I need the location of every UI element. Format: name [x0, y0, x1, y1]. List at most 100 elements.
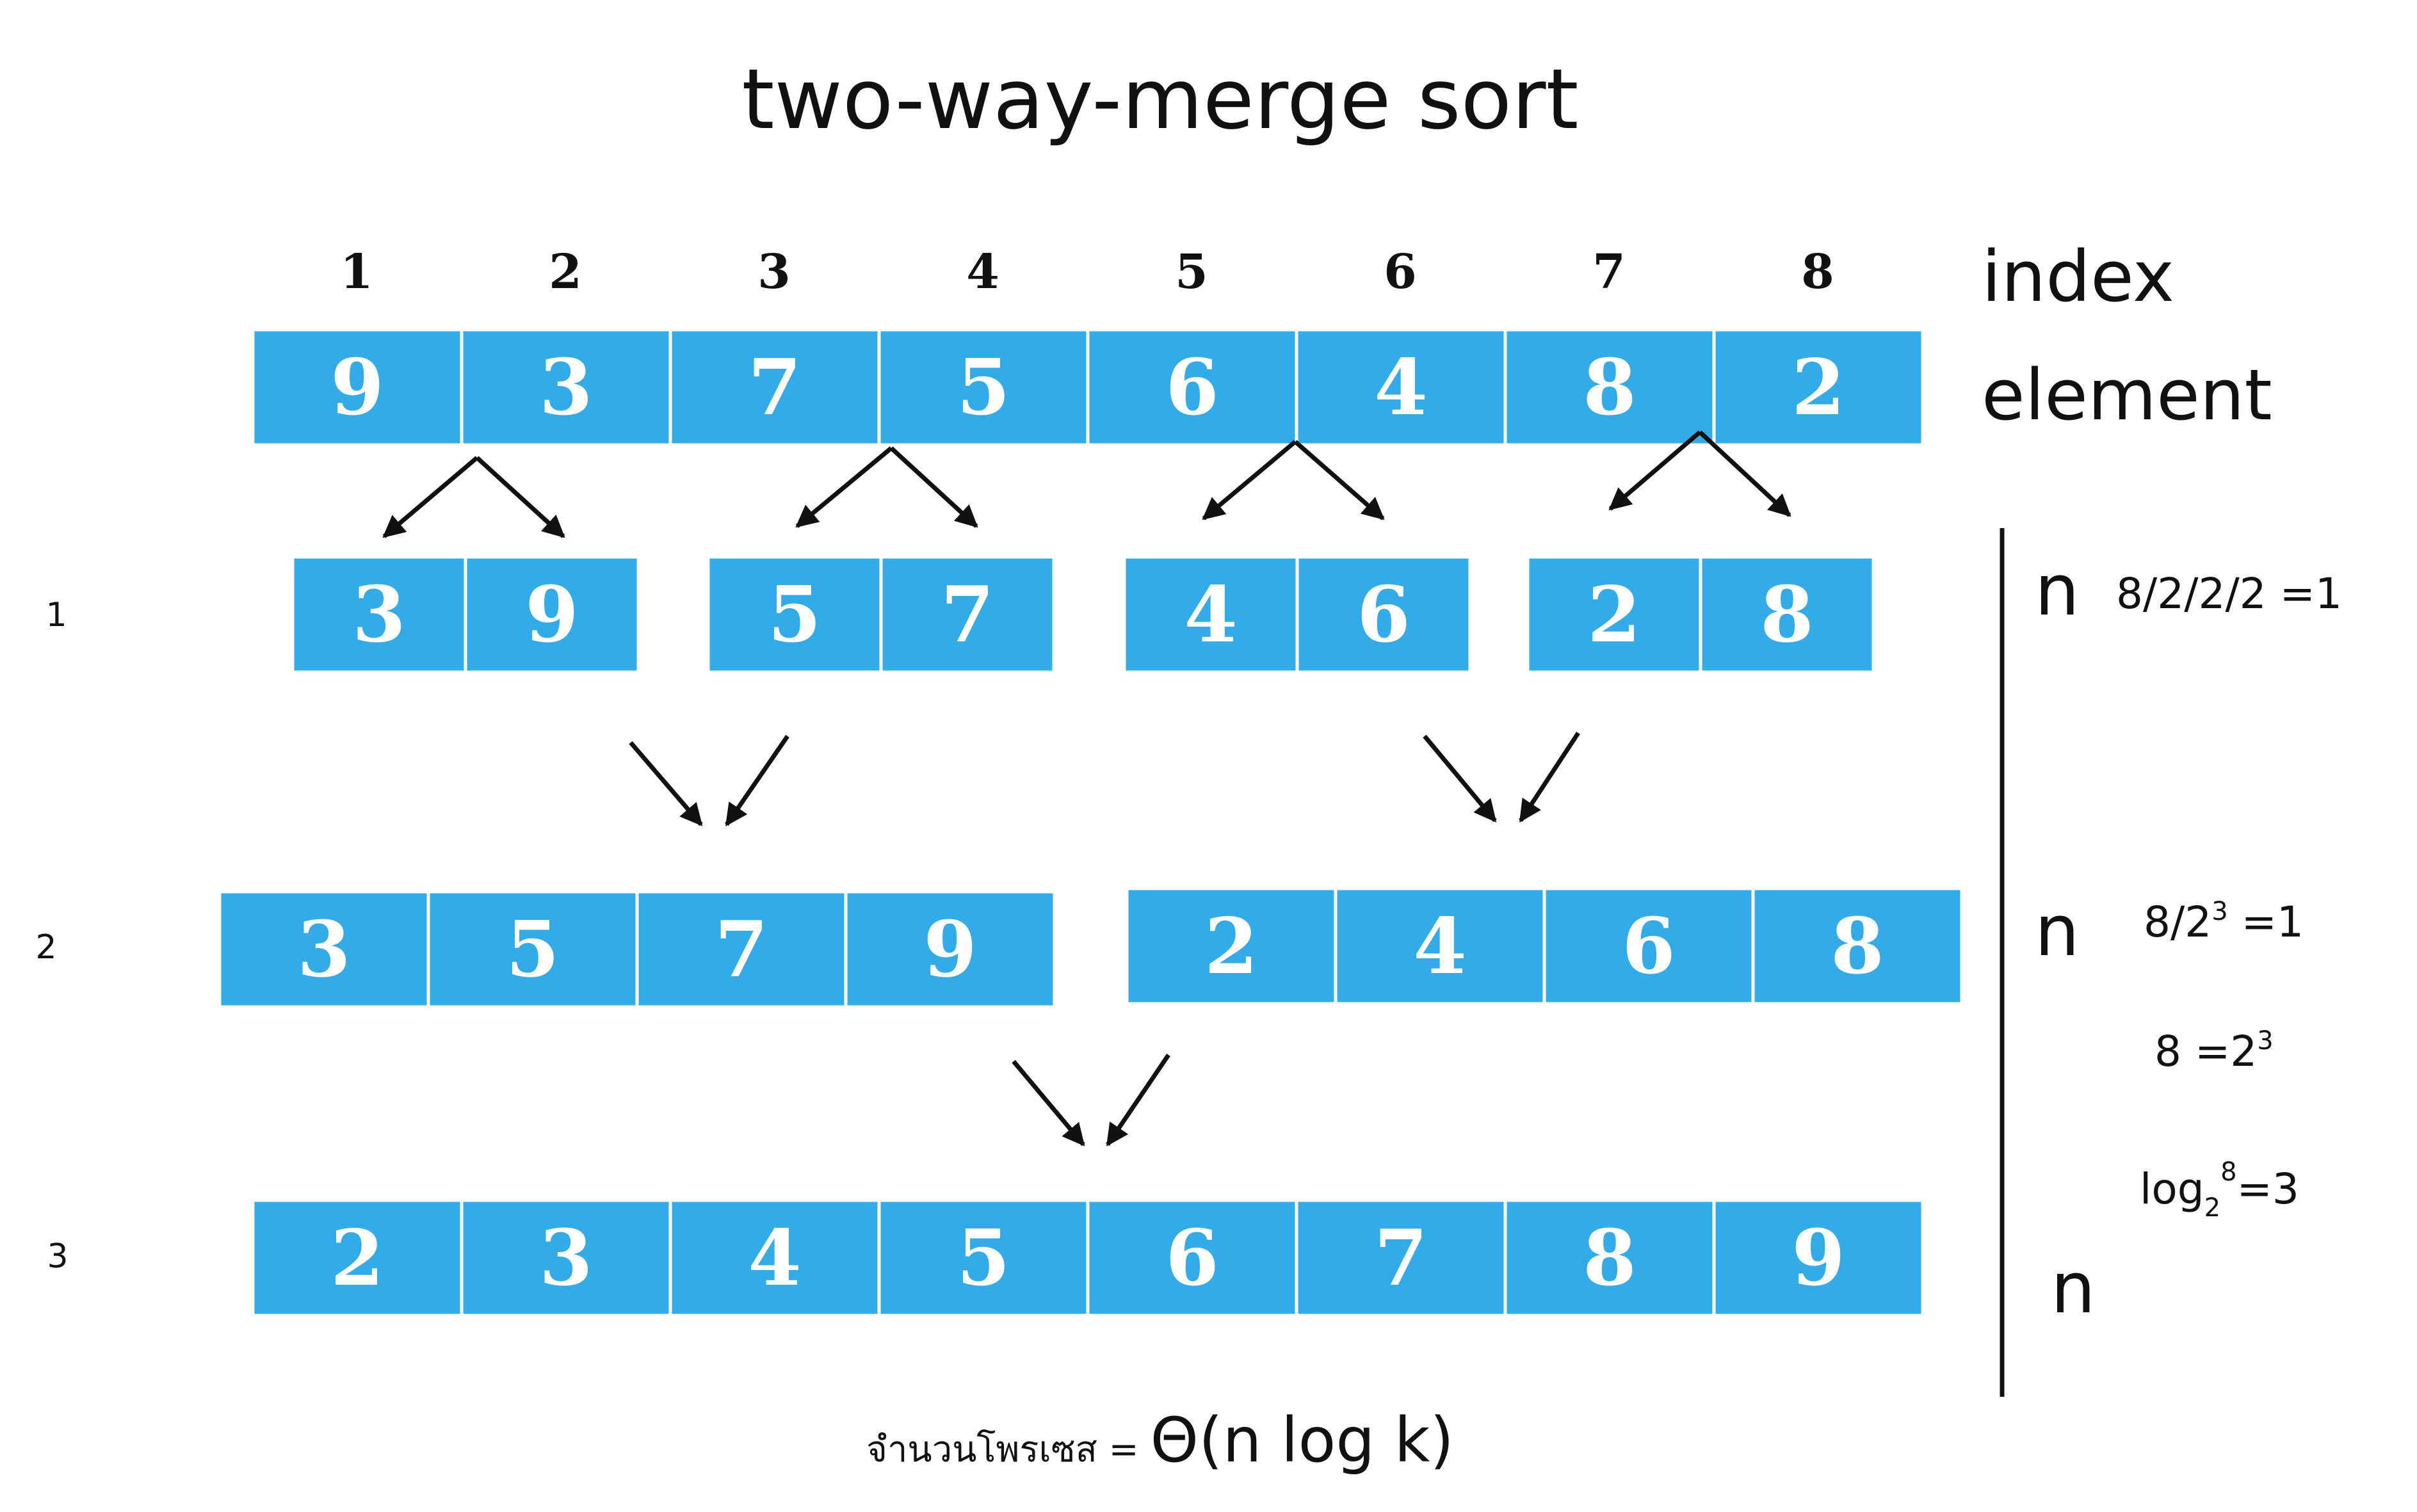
initial-cell: 7 — [668, 328, 881, 447]
quad-cell-box — [1125, 887, 1338, 1006]
quad-cell-box — [426, 890, 639, 1009]
final-cell-box — [251, 1198, 464, 1317]
final-cell: 9 — [1712, 1198, 1925, 1317]
final-cell-value: 2 — [330, 1213, 384, 1303]
pair-cell-value: 8 — [1760, 570, 1814, 660]
final-cell-box — [1712, 1198, 1925, 1317]
index-number: 7 — [1592, 245, 1626, 300]
quad-cell: 4 — [1334, 887, 1546, 1006]
pair-cell: 6 — [1295, 555, 1472, 674]
quad-cell-value: 7 — [715, 905, 768, 995]
initial-cell-box — [1295, 328, 1507, 447]
pair-cell-box — [1699, 555, 1875, 674]
final-cell-box — [668, 1198, 881, 1317]
final-cell-box — [1503, 1198, 1716, 1317]
final-cell-value: 6 — [1165, 1213, 1219, 1303]
initial-cell-value: 8 — [1583, 342, 1637, 433]
initial-cell: 3 — [460, 328, 672, 447]
initial-cell-value: 9 — [330, 342, 384, 433]
initial-cell-box — [1503, 328, 1716, 447]
pair-cell-box — [1122, 555, 1299, 674]
final-cell-value: 7 — [1374, 1213, 1428, 1303]
initial-cell-box — [668, 328, 881, 447]
pair-cell-value: 9 — [525, 570, 579, 660]
quad-cell-value: 5 — [506, 905, 560, 995]
quad-cell-box — [218, 890, 430, 1009]
pair-cell: 7 — [879, 555, 1056, 674]
index-number: 3 — [757, 245, 791, 300]
initial-cell: 2 — [1712, 328, 1925, 447]
index-label: index — [1982, 236, 2174, 318]
pair-cell-box — [879, 555, 1056, 674]
pair-cell-box — [291, 555, 467, 674]
pair-cell-value: 3 — [352, 570, 406, 660]
final-cell-value: 5 — [957, 1213, 1010, 1303]
initial-cell-box — [1712, 328, 1925, 447]
index-number: 4 — [966, 245, 999, 300]
merge-arrows — [629, 732, 1580, 1146]
final-cell-value: 9 — [1791, 1213, 1845, 1303]
level-label-2: 2 — [35, 928, 56, 967]
side-n-1: n — [2035, 549, 2080, 631]
quad-cell-value: 4 — [1413, 901, 1467, 992]
initial-cell: 8 — [1503, 328, 1716, 447]
pair-cell: 8 — [1699, 555, 1875, 674]
initial-cell: 6 — [1086, 328, 1298, 447]
diagram-title: two-way-merge sort — [742, 51, 1579, 148]
pair-cell: 4 — [1122, 555, 1299, 674]
index-number: 2 — [549, 245, 582, 300]
pair-cell: 5 — [706, 555, 883, 674]
quad-cell: 2 — [1125, 887, 1338, 1006]
final-cell: 7 — [1295, 1198, 1507, 1317]
pair-cell-box — [464, 555, 640, 674]
level-label-3: 3 — [47, 1237, 68, 1276]
initial-cell: 9 — [251, 328, 464, 447]
initial-cell: 4 — [1295, 328, 1507, 447]
quad-cell: 6 — [1542, 887, 1755, 1006]
pair-cell-value: 7 — [941, 570, 994, 660]
initial-cell-box — [460, 328, 672, 447]
final-cell-box — [1086, 1198, 1298, 1317]
initial-cell-value: 3 — [539, 342, 593, 433]
initial-cell-value: 4 — [1374, 342, 1428, 433]
index-number: 1 — [340, 245, 373, 300]
initial-cell-value: 7 — [748, 342, 802, 433]
initial-cell-box — [251, 328, 464, 447]
index-number: 6 — [1384, 245, 1417, 300]
index-number: 8 — [1801, 245, 1834, 300]
initial-cell-value: 6 — [1165, 342, 1219, 433]
side-note-4: log28=3 — [2140, 1157, 2299, 1223]
quad-cell-box — [844, 890, 1056, 1009]
side-note-2: 8/23 =1 — [2144, 897, 2304, 947]
quad-cell-value: 6 — [1622, 901, 1676, 992]
quad-cell-box — [1334, 887, 1546, 1006]
split-arrows — [382, 430, 1791, 538]
index-row: 1 2 3 4 5 6 7 8 — [340, 245, 1834, 300]
final-cell-value: 8 — [1583, 1213, 1637, 1303]
quad-cell-box — [1751, 887, 1964, 1006]
final-cell-value: 4 — [748, 1213, 802, 1303]
side-note-3: 8 =23 — [2154, 1026, 2274, 1076]
quad-cell-box — [1542, 887, 1755, 1006]
final-cell: 5 — [877, 1198, 1090, 1317]
index-number: 5 — [1175, 245, 1208, 300]
pair-cell-value: 6 — [1357, 570, 1411, 660]
quad-cell: 7 — [635, 890, 848, 1009]
level-label-1: 1 — [45, 596, 67, 634]
final-cell: 3 — [460, 1198, 672, 1317]
pair-cell: 3 — [291, 555, 467, 674]
side-n-3: n — [2051, 1247, 2096, 1329]
initial-cell-box — [1086, 328, 1298, 447]
final-cell: 6 — [1086, 1198, 1298, 1317]
final-cell: 2 — [251, 1198, 464, 1317]
footer-formula: จำนวนโพรเซส =Θ(n log k) — [866, 1404, 1454, 1476]
final-cell: 4 — [668, 1198, 881, 1317]
quad-cell-value: 2 — [1204, 901, 1258, 992]
initial-cell-value: 2 — [1791, 342, 1845, 433]
final-cell: 8 — [1503, 1198, 1716, 1317]
